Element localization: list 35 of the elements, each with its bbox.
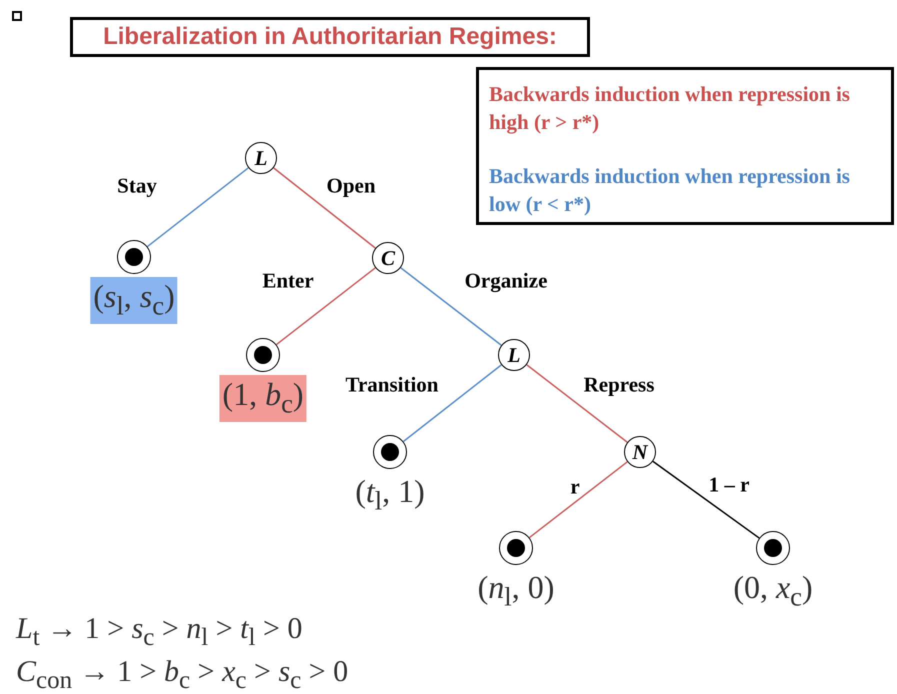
edge-label: Transition bbox=[346, 372, 438, 398]
branch-line bbox=[276, 267, 376, 346]
branch-line bbox=[146, 167, 249, 248]
decision-node: L bbox=[245, 142, 277, 174]
decision-node: L bbox=[498, 339, 530, 371]
terminal-node bbox=[499, 531, 533, 565]
branch-line bbox=[528, 461, 628, 538]
edge-label: Stay bbox=[117, 174, 157, 198]
edge-label: Enter bbox=[262, 268, 314, 294]
preference-formula: C$_{con}$ → 1 > b$_{c}$ > x$_{c}$ > s$_{c}$ > 0 bbox=[16, 655, 348, 694]
terminal-node bbox=[756, 531, 790, 565]
payoff-label: (t$_{l}$, 1) bbox=[354, 472, 426, 518]
decision-node: C bbox=[372, 242, 404, 274]
branch-line bbox=[400, 267, 502, 346]
edge-label: 1 – r bbox=[708, 472, 750, 498]
edge-label: Organize bbox=[464, 268, 548, 294]
payoff-label: (0, x$_{c}$) bbox=[732, 568, 814, 614]
terminal-node bbox=[246, 338, 280, 372]
payoff-label: (n$_{l}$, 0) bbox=[476, 568, 556, 614]
terminal-node bbox=[373, 435, 407, 469]
branch-line bbox=[402, 364, 502, 442]
legend-text: Backwards induction when repression is low (r < r*) bbox=[489, 163, 851, 218]
branch-line bbox=[526, 364, 628, 443]
edge-label: Repress bbox=[584, 372, 654, 398]
edge-label: r bbox=[570, 474, 580, 500]
terminal-node bbox=[117, 240, 151, 274]
branch-line bbox=[273, 167, 376, 249]
legend-text: Backwards induction when repression is high (r > r*) bbox=[489, 81, 851, 136]
edge-label: Open bbox=[326, 174, 376, 198]
branch-line bbox=[652, 460, 760, 539]
payoff-label: (s$_{l}$, s$_{c}$) bbox=[90, 277, 178, 324]
title: Liberalization in Authoritarian Regimes: bbox=[70, 17, 590, 57]
preference-formula: L$_{t}$ → 1 > s$_{c}$ > n$_{l}$ > t$_{l}$ > 0 bbox=[16, 612, 302, 652]
decision-node: N bbox=[624, 436, 656, 468]
payoff-label: (1, b$_{c}$) bbox=[219, 375, 307, 422]
